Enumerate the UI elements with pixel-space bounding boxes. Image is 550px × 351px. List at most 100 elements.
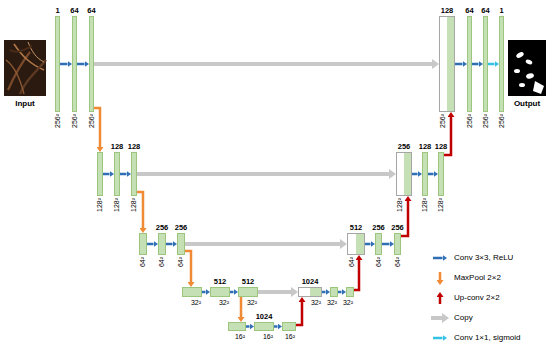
feature-map: 128128²	[131, 152, 137, 196]
channel-count: 256	[156, 223, 169, 232]
legend-conv-sample	[433, 257, 443, 260]
feature-size: 128²	[421, 198, 429, 212]
conv-arrow	[338, 291, 342, 294]
feature-map: 128²	[97, 152, 103, 196]
output-blob	[533, 81, 544, 94]
image-caption: Output	[514, 99, 540, 109]
maxpool-arrow	[185, 251, 191, 282]
conv-arrow	[428, 173, 434, 176]
feature-map: 102416²	[254, 322, 274, 331]
copy-arrow	[258, 290, 291, 294]
feature-size: 64²	[177, 257, 185, 267]
image-panel: Input	[4, 40, 46, 96]
legend-copy-sample	[431, 316, 442, 320]
feature-map: 16²	[282, 322, 296, 331]
image-panel: Output	[508, 40, 546, 96]
feature-map: 25664²	[177, 233, 185, 255]
feature-map: 25664²	[375, 233, 382, 255]
feature-map: 64²	[139, 233, 147, 255]
feature-size: 64²	[348, 257, 356, 267]
connectors	[60, 64, 495, 327]
conv-arrow	[382, 243, 390, 246]
feature-map: 32²	[182, 287, 202, 297]
channel-count: 64	[481, 6, 489, 15]
feature-size: 256²	[54, 114, 62, 128]
feature-size: 128²	[113, 198, 121, 212]
feature-size: 64²	[139, 257, 147, 267]
concat-feature-map: 128256²	[439, 16, 455, 112]
channel-count: 1	[499, 6, 503, 15]
feature-size: 32²	[311, 299, 321, 307]
concat-feature-map: 102432²	[298, 287, 322, 297]
feature-size: 64²	[394, 257, 402, 267]
feature-size: 16²	[235, 333, 245, 341]
output-picture-ground	[508, 40, 546, 96]
maxpool-arrow	[137, 192, 143, 228]
conv-arrow	[166, 243, 173, 246]
concat-feature-map: 51264²	[347, 233, 365, 255]
legend-label: Up-conv 2×2	[454, 293, 500, 303]
feature-size: 128²	[396, 198, 404, 212]
copy-arrow	[185, 242, 340, 246]
feature-size: 256²	[466, 114, 474, 128]
feature-size: 32²	[327, 299, 337, 307]
channel-count: 128	[128, 142, 141, 151]
output-blob	[514, 69, 520, 73]
conv-arrow	[365, 243, 371, 246]
conv-arrow	[322, 291, 326, 294]
legend-label: Conv 1×1, sigmoid	[454, 333, 520, 343]
legend-maxpool-sample	[439, 272, 442, 280]
feature-map: 64256²	[89, 16, 94, 112]
channel-count: 64	[70, 6, 78, 15]
feature-size: 64²	[375, 257, 383, 267]
channel-count: 256	[398, 142, 411, 151]
conv-arrow	[412, 173, 418, 176]
feature-map: 25664²	[394, 233, 401, 255]
conv-arrow	[103, 173, 110, 176]
legend-conv1x1-sample	[433, 337, 443, 340]
feature-map: 51232²	[210, 287, 230, 297]
input-strand	[28, 42, 44, 62]
feature-size: 32²	[343, 299, 353, 307]
feature-size: 128²	[96, 198, 104, 212]
feature-size: 32²	[247, 299, 257, 307]
feature-size: 256²	[498, 114, 506, 128]
feature-map: 51232²	[238, 287, 258, 297]
input-picture	[4, 40, 46, 96]
copy-arrow	[137, 172, 389, 176]
feature-size: 16²	[285, 333, 295, 341]
feature-size: 256²	[88, 114, 96, 128]
upconv-arrow	[296, 302, 302, 325]
channel-count: 512	[350, 223, 363, 232]
upconv-arrow	[354, 260, 359, 290]
input-strand	[10, 46, 32, 52]
feature-map: 128128²	[438, 152, 444, 196]
feature-map: 128128²	[422, 152, 428, 196]
channel-count: 1024	[256, 312, 273, 321]
legend-label: Copy	[454, 313, 473, 323]
output-blob	[515, 51, 524, 59]
conv-arrow	[472, 63, 479, 66]
channel-count: 128	[441, 6, 454, 15]
channel-count: 256	[391, 223, 404, 232]
conv-arrow	[455, 63, 463, 66]
conv-arrow	[274, 325, 278, 328]
legend-label: Conv 3×3, ReLU	[454, 253, 513, 263]
feature-size: 32²	[219, 299, 229, 307]
channel-count: 1024	[302, 277, 319, 286]
feature-size: 16²	[263, 333, 273, 341]
feature-size: 32²	[191, 299, 201, 307]
legend-label: MaxPool 2×2	[454, 273, 501, 283]
legend-upconv-sample	[439, 297, 442, 304]
channel-count: 256	[175, 223, 188, 232]
conv-arrow	[202, 291, 206, 294]
legend-samples	[431, 258, 443, 338]
feature-map: 32²	[346, 287, 354, 297]
output-blob	[525, 73, 534, 80]
conv-arrow	[120, 173, 127, 176]
feature-map: 64256²	[467, 16, 472, 112]
input-strand	[8, 52, 30, 90]
feature-map: 128128²	[114, 152, 120, 196]
input-picture-ground	[4, 40, 46, 96]
feature-size: 256²	[71, 114, 79, 128]
